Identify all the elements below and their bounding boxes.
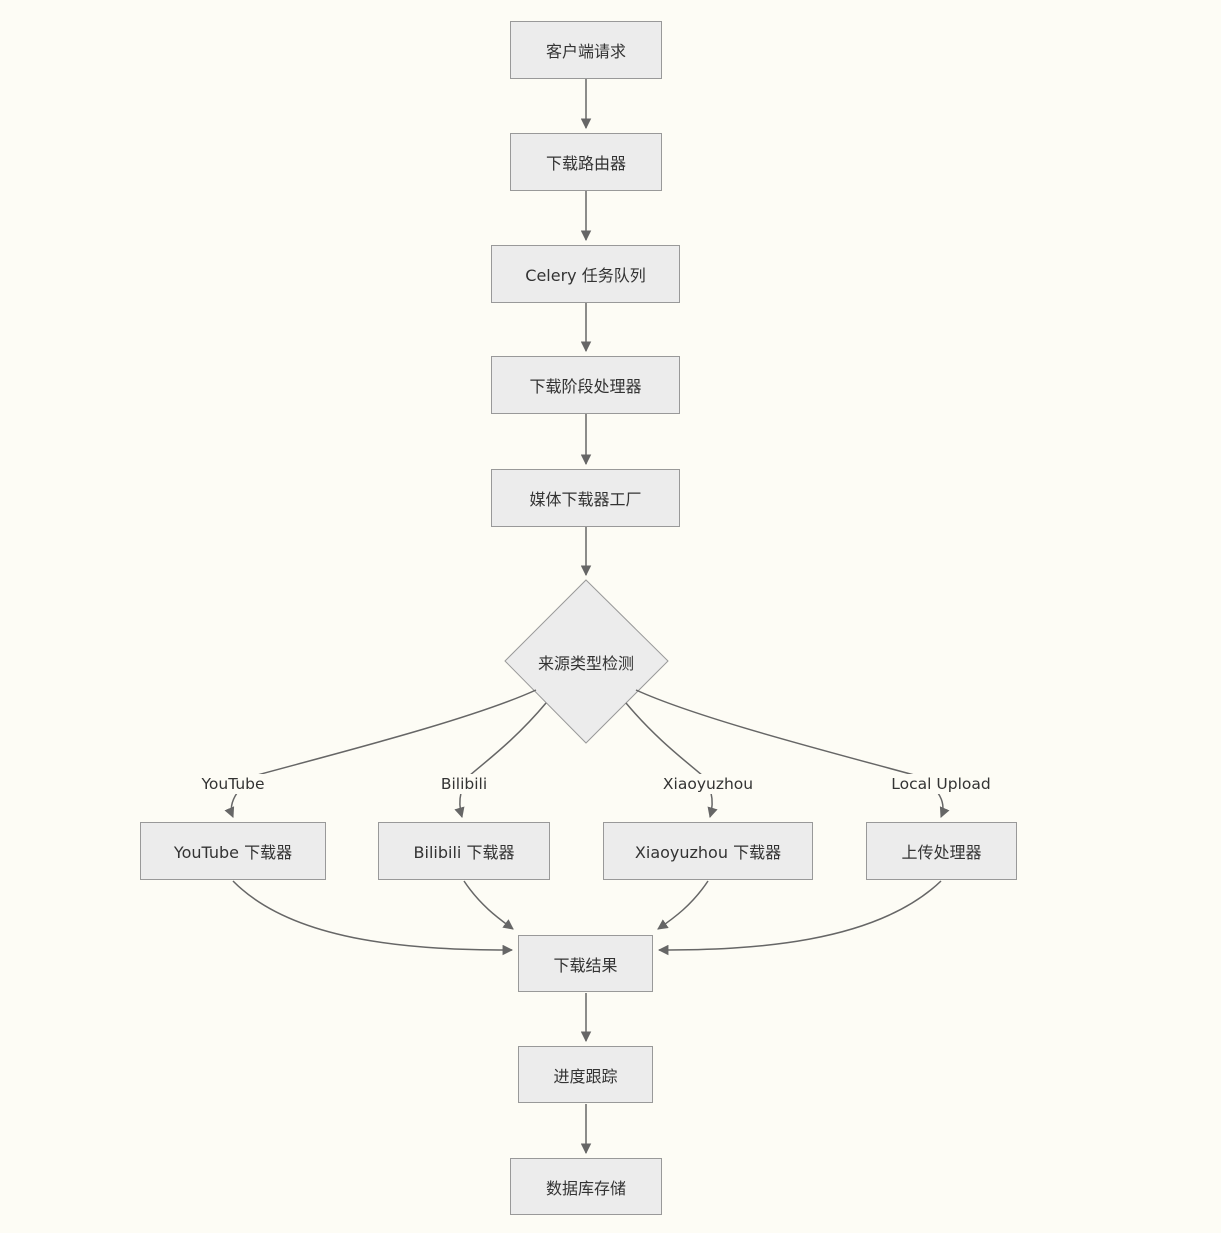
- edge-bilibili-to-result: [463, 880, 514, 930]
- edge-decision-to-local-a: [635, 689, 926, 779]
- edge-xiaoyuzhou-to-result: [657, 880, 709, 930]
- edge-label-youtube: YouTube: [197, 774, 269, 794]
- node-xiaoyuzhou-downloader: Xiaoyuzhou 下载器: [603, 822, 813, 880]
- node-download-router-label: 下载路由器: [545, 154, 626, 173]
- node-download-result: 下载结果: [518, 935, 653, 992]
- node-celery-queue: Celery 任务队列: [491, 245, 680, 303]
- node-source-type-detection-label: 来源类型检测: [537, 654, 635, 673]
- edge-label-bilibili: Bilibili: [436, 774, 492, 794]
- node-download-router: 下载路由器: [510, 133, 662, 191]
- node-database-storage-label: 数据库存储: [545, 1178, 626, 1198]
- node-bilibili-downloader: Bilibili 下载器: [378, 822, 550, 880]
- node-client-request-label: 客户端请求: [545, 42, 626, 61]
- node-progress-tracking-label: 进度跟踪: [553, 1066, 618, 1086]
- node-upload-handler-label: 上传处理器: [901, 843, 982, 862]
- node-download-stage-handler-label: 下载阶段处理器: [529, 377, 642, 396]
- node-upload-handler: 上传处理器: [866, 822, 1017, 880]
- node-celery-queue-label: Celery 任务队列: [525, 266, 646, 285]
- node-bilibili-downloader-label: Bilibili 下载器: [413, 843, 515, 862]
- node-download-stage-handler: 下载阶段处理器: [491, 356, 680, 414]
- node-youtube-downloader: YouTube 下载器: [140, 822, 326, 880]
- node-database-storage: 数据库存储: [510, 1158, 662, 1215]
- node-media-downloader-factory: 媒体下载器工厂: [491, 469, 680, 527]
- edge-decision-to-xiaoyuzhou-a: [625, 702, 704, 777]
- edge-label-local-upload: Local Upload: [887, 774, 995, 794]
- node-xiaoyuzhou-downloader-label: Xiaoyuzhou 下载器: [634, 843, 782, 862]
- decision-diamond-shape: [504, 579, 669, 744]
- edge-label-xiaoyuzhou: Xiaoyuzhou: [658, 774, 758, 794]
- edge-decision-to-local-b: [937, 792, 950, 818]
- edge-upload-to-result: [657, 880, 942, 956]
- node-download-result-label: 下载结果: [553, 955, 618, 975]
- edge-youtube-to-result: [232, 880, 514, 956]
- edge-decision-to-youtube-b: [224, 792, 238, 818]
- edge-decision-to-xiaoyuzhou-b: [707, 792, 718, 819]
- node-client-request: 客户端请求: [510, 21, 662, 79]
- node-media-downloader-factory-label: 媒体下载器工厂: [529, 490, 642, 509]
- edge-decision-to-bilibili-b: [454, 792, 465, 819]
- edge-decision-to-bilibili-a: [468, 702, 547, 777]
- edge-decision-to-youtube-a: [249, 689, 537, 778]
- node-progress-tracking: 进度跟踪: [518, 1046, 653, 1103]
- node-youtube-downloader-label: YouTube 下载器: [173, 843, 293, 862]
